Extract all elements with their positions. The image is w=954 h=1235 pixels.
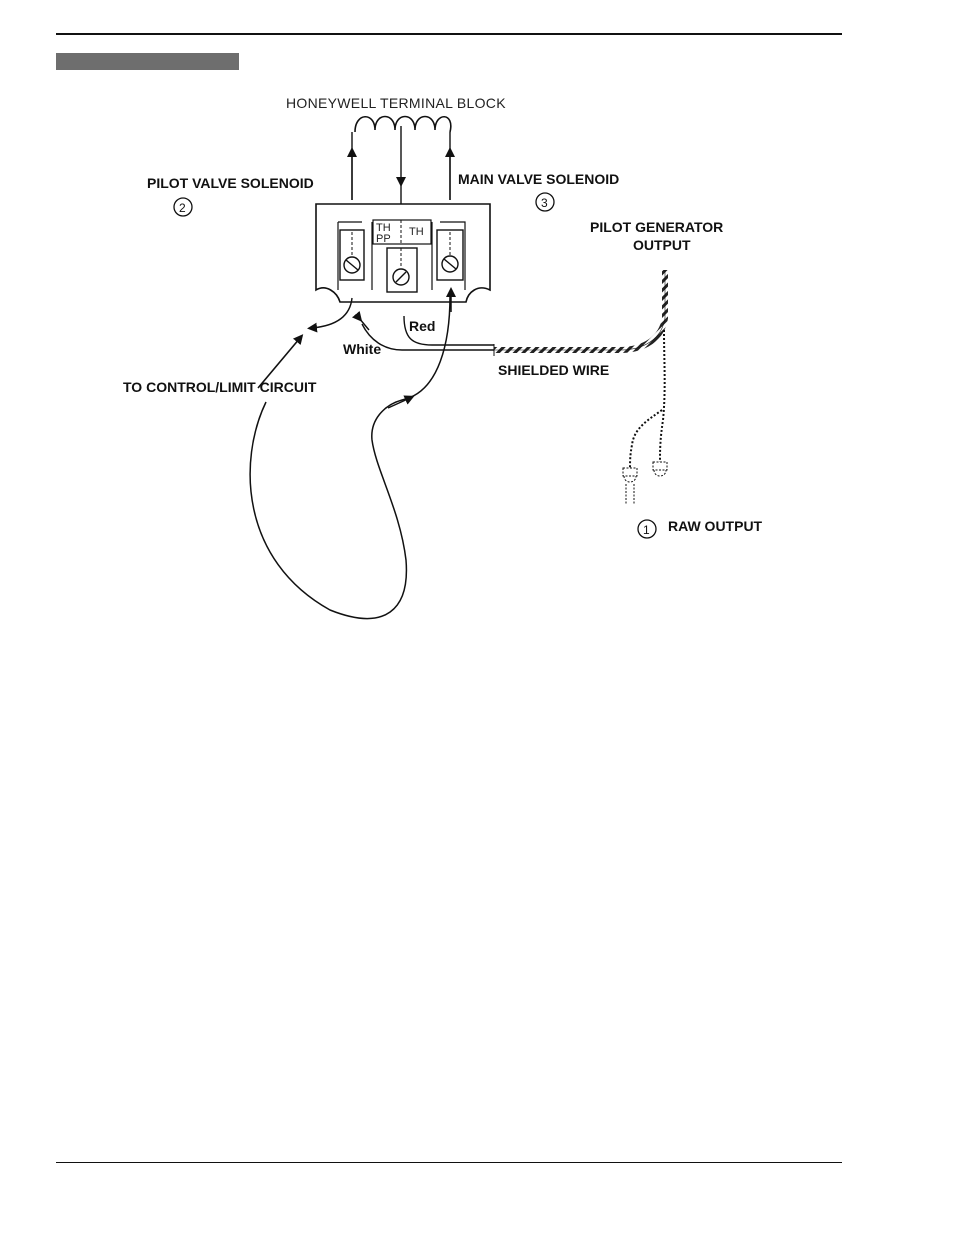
pilot-generator-label: PILOT GENERATOR (590, 219, 723, 235)
marker-3: 3 (541, 196, 548, 210)
th-label: TH (409, 226, 424, 238)
red-label: Red (409, 318, 435, 334)
coil-loops (355, 117, 451, 133)
white-label: White (343, 341, 381, 357)
pilot-generator-output-label: OUTPUT (633, 237, 691, 253)
shielded-wire-label: SHIELDED WIRE (498, 362, 609, 378)
marker-2: 2 (179, 201, 186, 215)
shielded-wire (494, 270, 665, 350)
raw-output-lead-right (660, 330, 665, 462)
terminal-block-title: HONEYWELL TERMINAL BLOCK (286, 95, 506, 111)
main-valve-label: MAIN VALVE SOLENOID (458, 171, 619, 187)
bottom-rule (56, 1162, 842, 1163)
raw-output-lead-left (630, 410, 662, 468)
marker-1: 1 (643, 523, 650, 537)
raw-output-label: RAW OUTPUT (668, 518, 763, 534)
pp-label: PP (376, 233, 391, 245)
control-limit-label: TO CONTROL/LIMIT CIRCUIT (123, 379, 317, 395)
pilot-valve-label: PILOT VALVE SOLENOID (147, 175, 314, 191)
